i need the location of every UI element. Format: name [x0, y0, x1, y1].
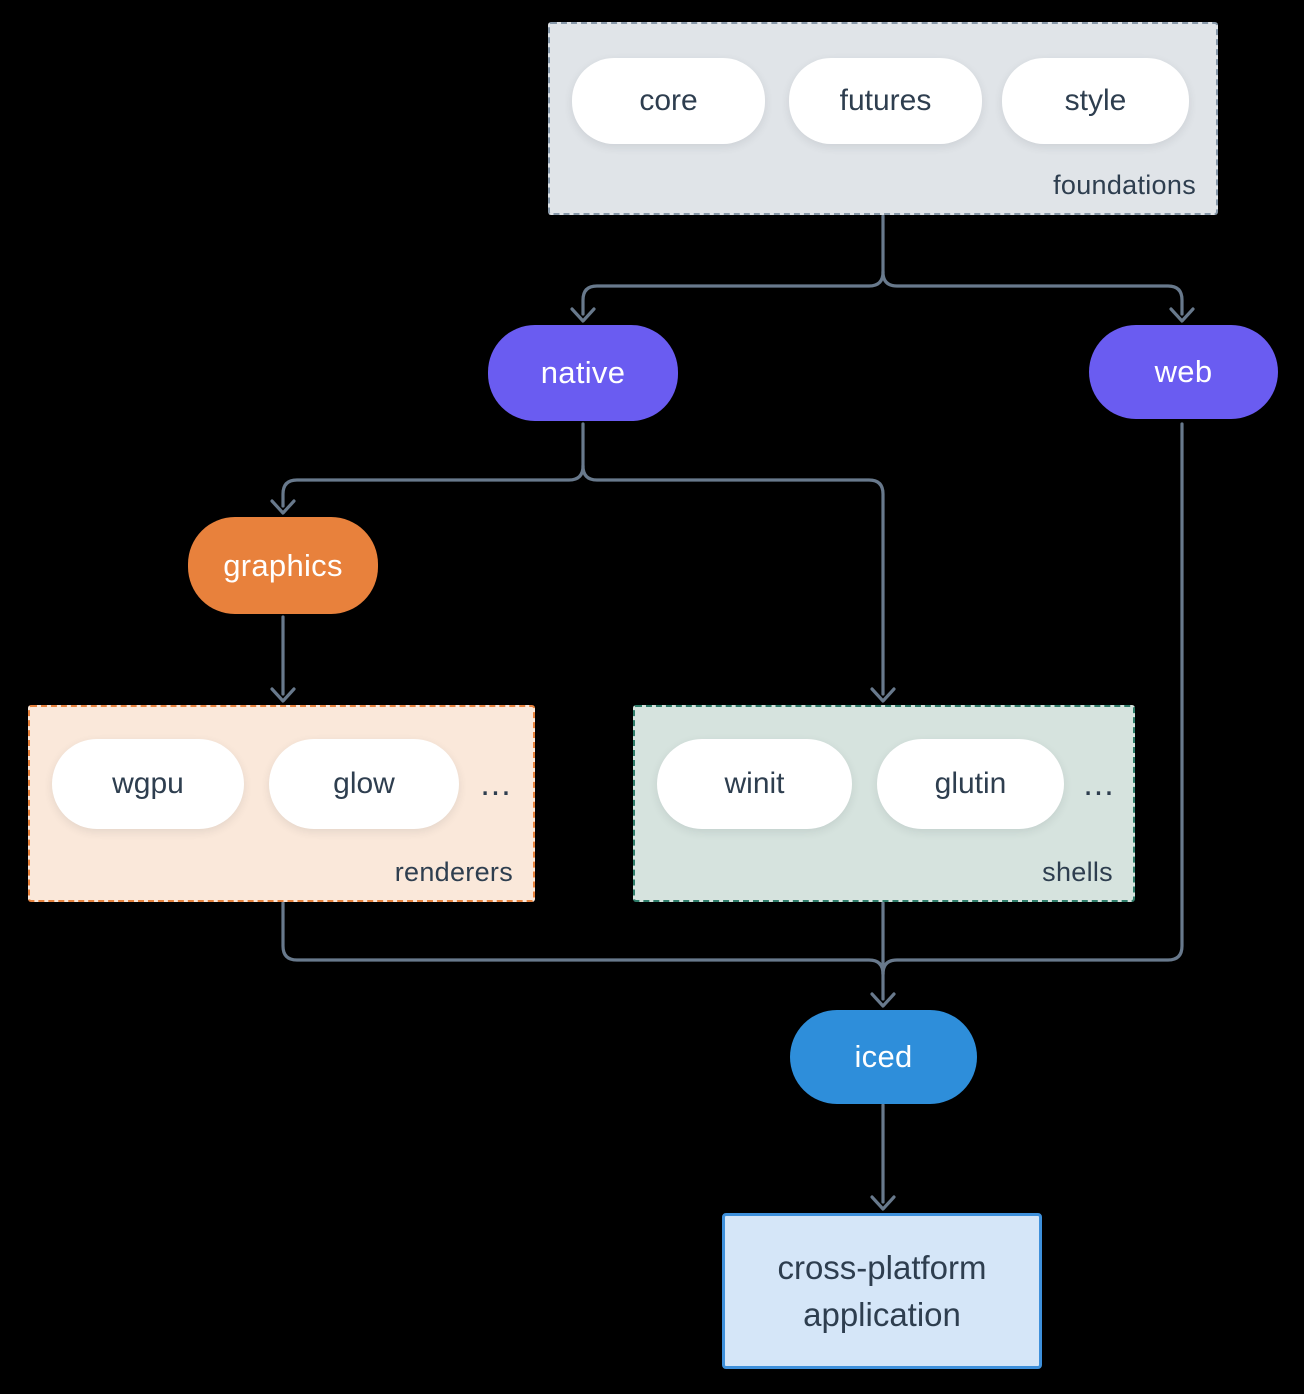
- node-native-label: native: [540, 355, 626, 390]
- edge-native-shells: [581, 464, 885, 696]
- node-web-label: web: [1154, 354, 1213, 389]
- pill-wgpu: wgpu: [52, 739, 244, 829]
- node-native: native: [488, 325, 678, 421]
- pill-glutin: glutin: [877, 739, 1064, 829]
- pill-futures-label: futures: [839, 84, 932, 117]
- box-application-label: cross-platform application: [777, 1249, 987, 1333]
- edge-native-graphics: [281, 464, 585, 508]
- pill-glutin-label: glutin: [934, 767, 1007, 800]
- arrowhead-iced: [870, 992, 896, 1008]
- arrowhead-web: [1169, 307, 1195, 323]
- edge-renderers-merge: [281, 901, 885, 976]
- pill-wgpu-label: wgpu: [112, 767, 184, 800]
- pill-glow: glow: [269, 739, 459, 829]
- pill-winit-label: winit: [724, 767, 785, 800]
- pill-winit: winit: [657, 739, 852, 829]
- group-renderers: wgpu glow ... renderers: [28, 705, 535, 902]
- renderers-ellipsis: ...: [480, 764, 512, 803]
- node-iced: iced: [790, 1010, 977, 1104]
- pill-style-label: style: [1064, 84, 1127, 117]
- arrowhead-application: [870, 1195, 896, 1211]
- group-foundations-label: foundations: [1053, 170, 1196, 200]
- shells-ellipsis: ...: [1083, 764, 1115, 803]
- group-shells: winit glutin ... shells: [633, 705, 1135, 902]
- node-graphics-label: graphics: [223, 547, 343, 583]
- group-renderers-label: renderers: [394, 857, 513, 887]
- box-application: cross-platform application: [722, 1213, 1042, 1369]
- pill-core: core: [572, 58, 765, 144]
- arrowhead-renderers: [270, 687, 296, 703]
- edge-foundations-native: [581, 270, 885, 316]
- node-web: web: [1089, 325, 1278, 419]
- node-iced-label: iced: [854, 1039, 913, 1074]
- pill-core-label: core: [639, 84, 698, 117]
- pill-futures: futures: [789, 58, 982, 144]
- edge-web-merge: [881, 422, 1184, 976]
- node-graphics: graphics: [188, 517, 378, 614]
- arrowhead-graphics: [270, 499, 296, 515]
- arrowhead-shells: [870, 687, 896, 703]
- group-shells-label: shells: [1042, 857, 1113, 887]
- edge-foundations-web: [881, 270, 1184, 316]
- pill-style: style: [1002, 58, 1189, 144]
- pill-glow-label: glow: [333, 767, 395, 800]
- arrowhead-native: [570, 307, 596, 323]
- group-foundations: core futures style foundations: [548, 22, 1218, 215]
